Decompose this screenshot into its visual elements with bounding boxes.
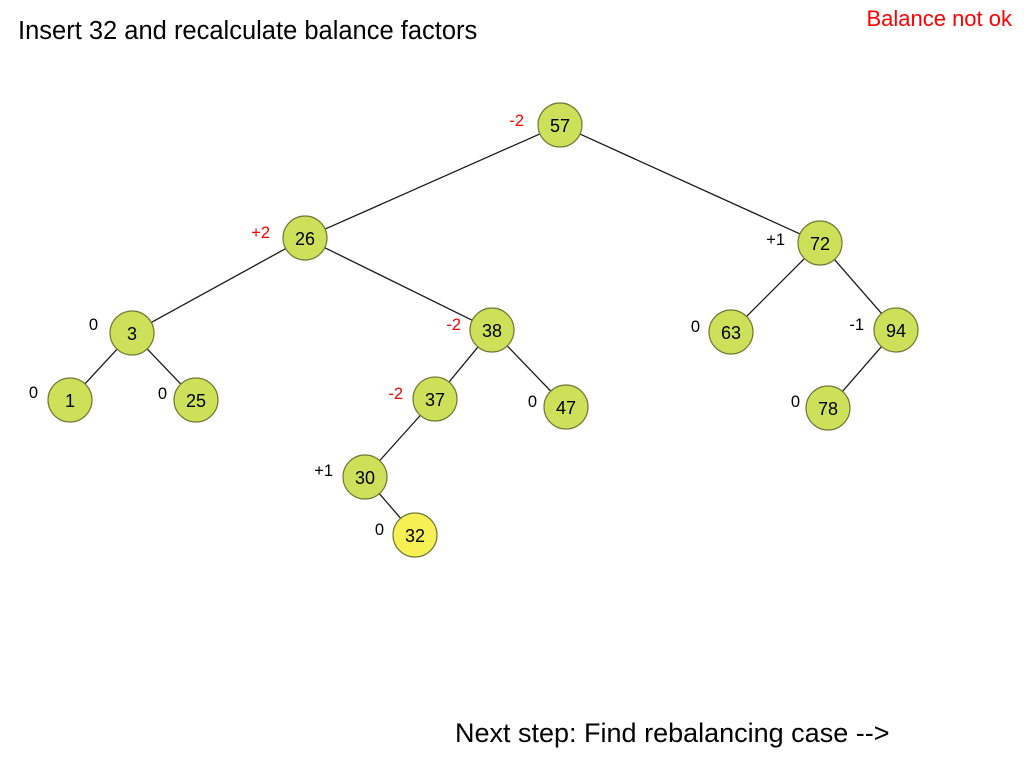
node-key-1: 1 bbox=[65, 391, 75, 411]
node-key-47: 47 bbox=[556, 398, 576, 418]
node-key-30: 30 bbox=[355, 468, 375, 488]
balance-factor-37: -2 bbox=[388, 385, 403, 403]
balance-factor-30: +1 bbox=[314, 462, 333, 480]
node-key-37: 37 bbox=[425, 390, 445, 410]
tree-edge-72-63 bbox=[746, 258, 805, 317]
node-circle-78 bbox=[805, 385, 851, 431]
node-circle-25 bbox=[173, 377, 219, 423]
node-circle-30 bbox=[342, 454, 388, 500]
node-key-72: 72 bbox=[810, 234, 830, 254]
balance-factor-26: +2 bbox=[251, 224, 270, 242]
tree-node-94[interactable]: 94 bbox=[873, 307, 919, 353]
tree-edge-57-72 bbox=[579, 133, 801, 235]
node-circle-3 bbox=[109, 310, 155, 356]
tree-node-32[interactable]: 32 bbox=[392, 512, 438, 558]
balance-factor-72: +1 bbox=[766, 231, 785, 249]
node-key-78: 78 bbox=[818, 399, 838, 419]
tree-edge-3-25 bbox=[146, 348, 182, 385]
tree-edge-26-38 bbox=[324, 247, 473, 321]
node-circle-32 bbox=[392, 512, 438, 558]
page-title: Insert 32 and recalculate balance factor… bbox=[18, 17, 478, 45]
node-circle-26 bbox=[282, 215, 328, 261]
tree-edge-30-32 bbox=[378, 493, 402, 519]
balance-factor-layer: -2 +2 +1 0 -2 0 -1 0 0 -2 0 0 +1 0 bbox=[29, 112, 864, 539]
tree-edge-72-94 bbox=[833, 259, 883, 314]
tree-edge-38-47 bbox=[506, 345, 552, 392]
balance-factor-32: 0 bbox=[375, 521, 384, 539]
tree-node-25[interactable]: 25 bbox=[173, 377, 219, 423]
node-key-63: 63 bbox=[721, 323, 741, 343]
node-circle-38 bbox=[469, 307, 515, 353]
node-circle-94 bbox=[873, 307, 919, 353]
tree-node-1[interactable]: 1 bbox=[47, 377, 93, 423]
node-circle-37 bbox=[412, 376, 458, 422]
node-circle-72 bbox=[797, 220, 843, 266]
tree-edge-57-26 bbox=[324, 133, 541, 230]
balance-factor-78: 0 bbox=[791, 393, 800, 411]
tree-node-38[interactable]: 38 bbox=[469, 307, 515, 353]
tree-edge-26-3 bbox=[150, 248, 287, 323]
next-step-caption: Next step: Find rebalancing case --> bbox=[455, 718, 890, 748]
node-key-25: 25 bbox=[186, 391, 206, 411]
tree-edge-94-78 bbox=[841, 346, 883, 392]
tree-node-47[interactable]: 47 bbox=[543, 384, 589, 430]
tree-edge-37-30 bbox=[379, 414, 421, 462]
node-circle-57 bbox=[537, 102, 583, 148]
tree-edge-3-1 bbox=[84, 348, 118, 385]
balance-factor-47: 0 bbox=[528, 393, 537, 411]
tree-node-78[interactable]: 78 bbox=[805, 385, 851, 431]
node-key-26: 26 bbox=[295, 229, 315, 249]
tree-node-26[interactable]: 26 bbox=[282, 215, 328, 261]
node-key-38: 38 bbox=[482, 321, 502, 341]
tree-node-57[interactable]: 57 bbox=[537, 102, 583, 148]
tree-node-3[interactable]: 3 bbox=[109, 310, 155, 356]
balance-factor-25: 0 bbox=[158, 385, 167, 403]
node-circle-63 bbox=[708, 309, 754, 355]
tree-node-30[interactable]: 30 bbox=[342, 454, 388, 500]
node-key-3: 3 bbox=[127, 324, 137, 344]
tree-edge-38-37 bbox=[448, 346, 479, 383]
balance-factor-57: -2 bbox=[509, 112, 524, 130]
tree-node-37[interactable]: 37 bbox=[412, 376, 458, 422]
balance-factor-1: 0 bbox=[29, 384, 38, 402]
balance-status-label: Balance not ok bbox=[866, 6, 1012, 31]
tree-node-72[interactable]: 72 bbox=[797, 220, 843, 266]
balance-factor-94: -1 bbox=[849, 316, 864, 334]
tree-edge-layer bbox=[84, 133, 883, 519]
node-circle-47 bbox=[543, 384, 589, 430]
tree-node-63[interactable]: 63 bbox=[708, 309, 754, 355]
node-key-32: 32 bbox=[405, 526, 425, 546]
balance-factor-63: 0 bbox=[691, 318, 700, 336]
balance-factor-38: -2 bbox=[446, 316, 461, 334]
balance-factor-3: 0 bbox=[89, 316, 98, 334]
node-key-94: 94 bbox=[886, 321, 906, 341]
node-key-57: 57 bbox=[550, 116, 570, 136]
node-circle-1 bbox=[47, 377, 93, 423]
